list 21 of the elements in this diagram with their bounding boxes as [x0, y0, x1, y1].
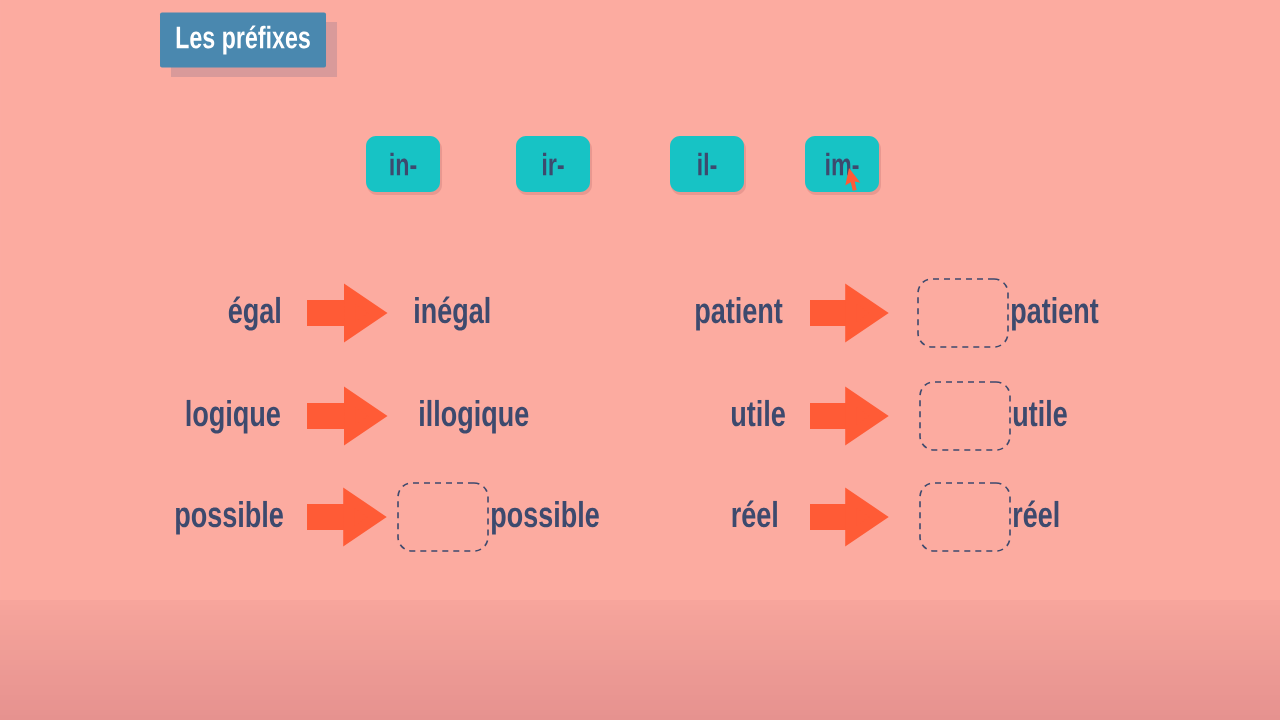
word: patient [696, 296, 783, 331]
word: illogique [420, 399, 529, 434]
word: patient [1012, 296, 1099, 331]
prefix-tile: ir- [516, 136, 592, 195]
answer-box [917, 278, 1009, 348]
word: possible [492, 500, 599, 535]
title-banner: Les préfixes [160, 12, 337, 77]
word: réel [1014, 500, 1059, 528]
word: possible [176, 500, 283, 535]
answer-box [919, 482, 1011, 552]
word: utile [732, 399, 785, 427]
prefix-tile: im- [805, 136, 881, 195]
prefix-tile: in- [366, 136, 442, 195]
answer-box [919, 381, 1011, 451]
answer-box [397, 482, 489, 552]
word: réel [732, 500, 777, 528]
prefix-tile: il- [670, 136, 746, 195]
word: inégal [415, 296, 490, 331]
word: égal [228, 296, 280, 331]
word: utile [1013, 399, 1067, 427]
word: logique [186, 399, 280, 434]
